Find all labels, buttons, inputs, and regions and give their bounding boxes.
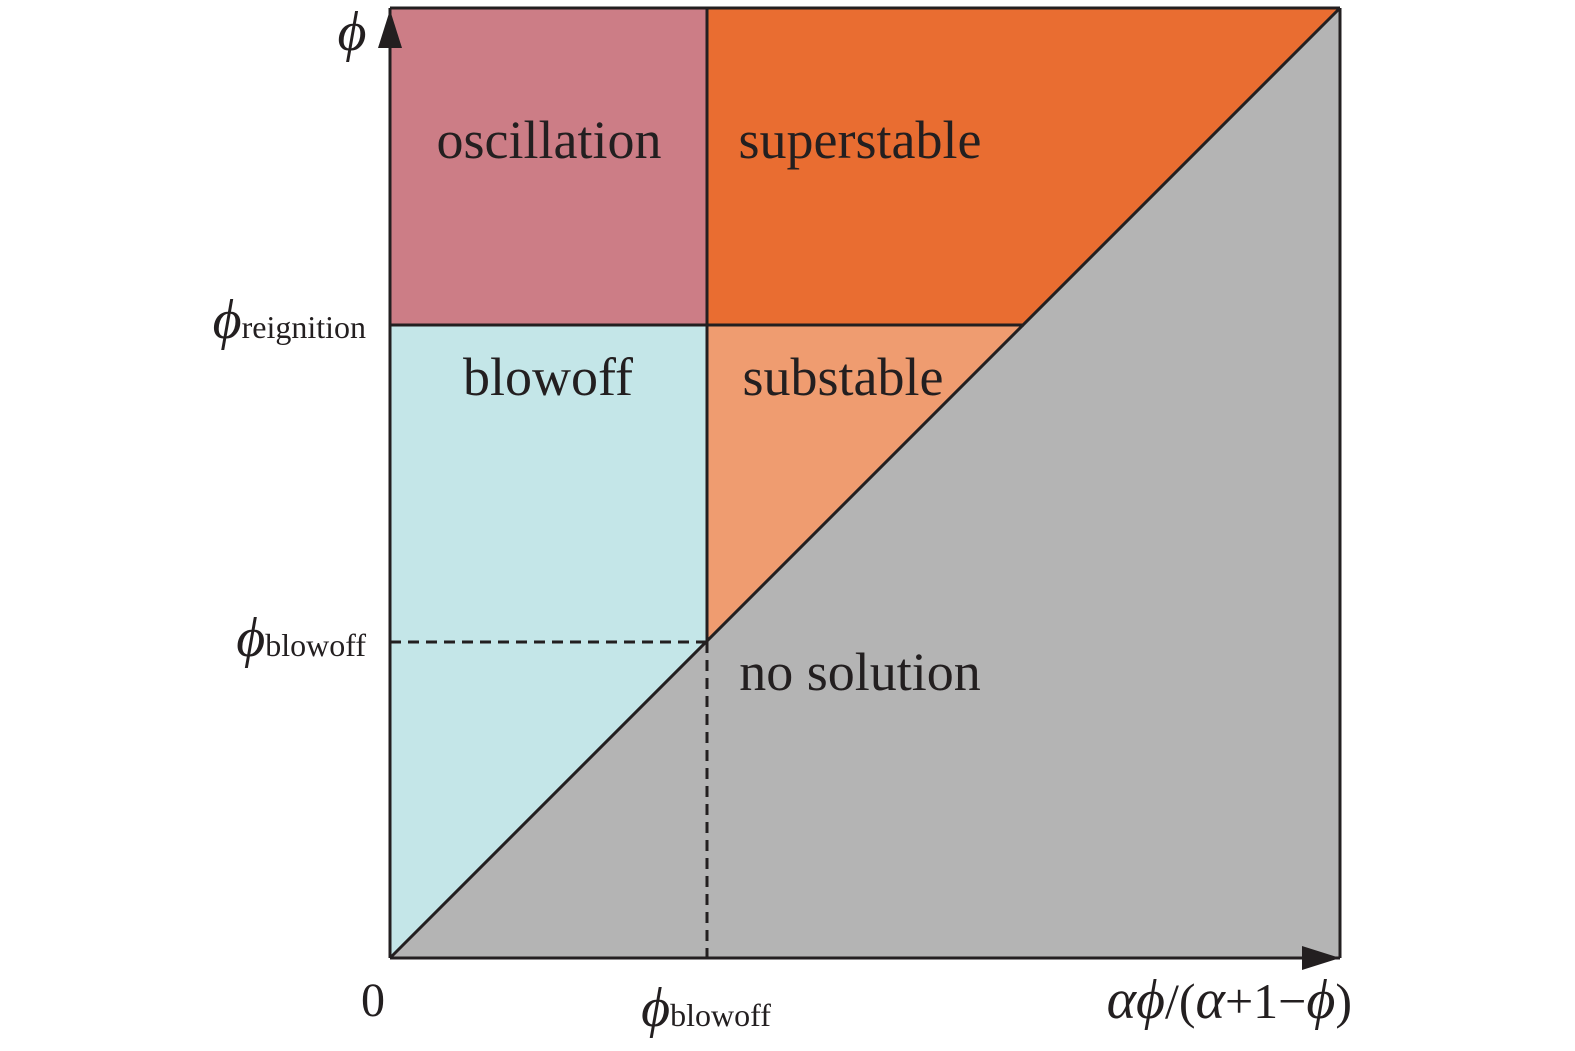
y-axis-symbol: ϕ <box>338 1 367 63</box>
x-tick-blowoff: ϕblowoff <box>641 977 771 1039</box>
x-tick-blowoff-subscript: blowoff <box>670 997 771 1033</box>
x-title-phi-2: ϕ <box>1306 969 1335 1031</box>
x-title-alpha: α <box>1107 969 1138 1031</box>
x-title-alpha-2: α <box>1196 969 1227 1031</box>
region-oscillation <box>390 8 707 325</box>
y-tick-reignition-symbol: ϕ <box>213 289 242 351</box>
region-blowoff <box>390 325 707 958</box>
y-axis-arrow-icon <box>378 10 402 48</box>
label-blowoff: blowoff <box>463 347 633 407</box>
y-tick-reignition-subscript: reignition <box>242 309 366 345</box>
diagonal-line <box>388 6 1342 960</box>
x-axis-title: αϕ/(α+1−ϕ) <box>1107 969 1352 1031</box>
x-tick-blowoff-symbol: ϕ <box>641 977 670 1039</box>
y-tick-blowoff-subscript: blowoff <box>265 627 366 663</box>
x-axis-arrow-icon <box>1302 946 1340 970</box>
label-oscillation: oscillation <box>437 110 662 170</box>
label-superstable: superstable <box>739 110 982 170</box>
boundary-lines <box>388 6 1342 960</box>
x-title-mid: +1− <box>1225 973 1306 1029</box>
x-title-phi: ϕ <box>1136 969 1165 1031</box>
region-superstable <box>707 8 1340 325</box>
y-tick-blowoff: ϕblowoff <box>236 607 366 669</box>
y-tick-blowoff-symbol: ϕ <box>236 607 265 669</box>
label-substable: substable <box>743 347 944 407</box>
y-tick-reignition: ϕreignition <box>213 289 366 351</box>
x-title-open: /( <box>1165 973 1196 1029</box>
origin-label: 0 <box>361 974 385 1027</box>
x-title-close: ) <box>1335 973 1352 1029</box>
label-no-solution: no solution <box>739 642 981 702</box>
